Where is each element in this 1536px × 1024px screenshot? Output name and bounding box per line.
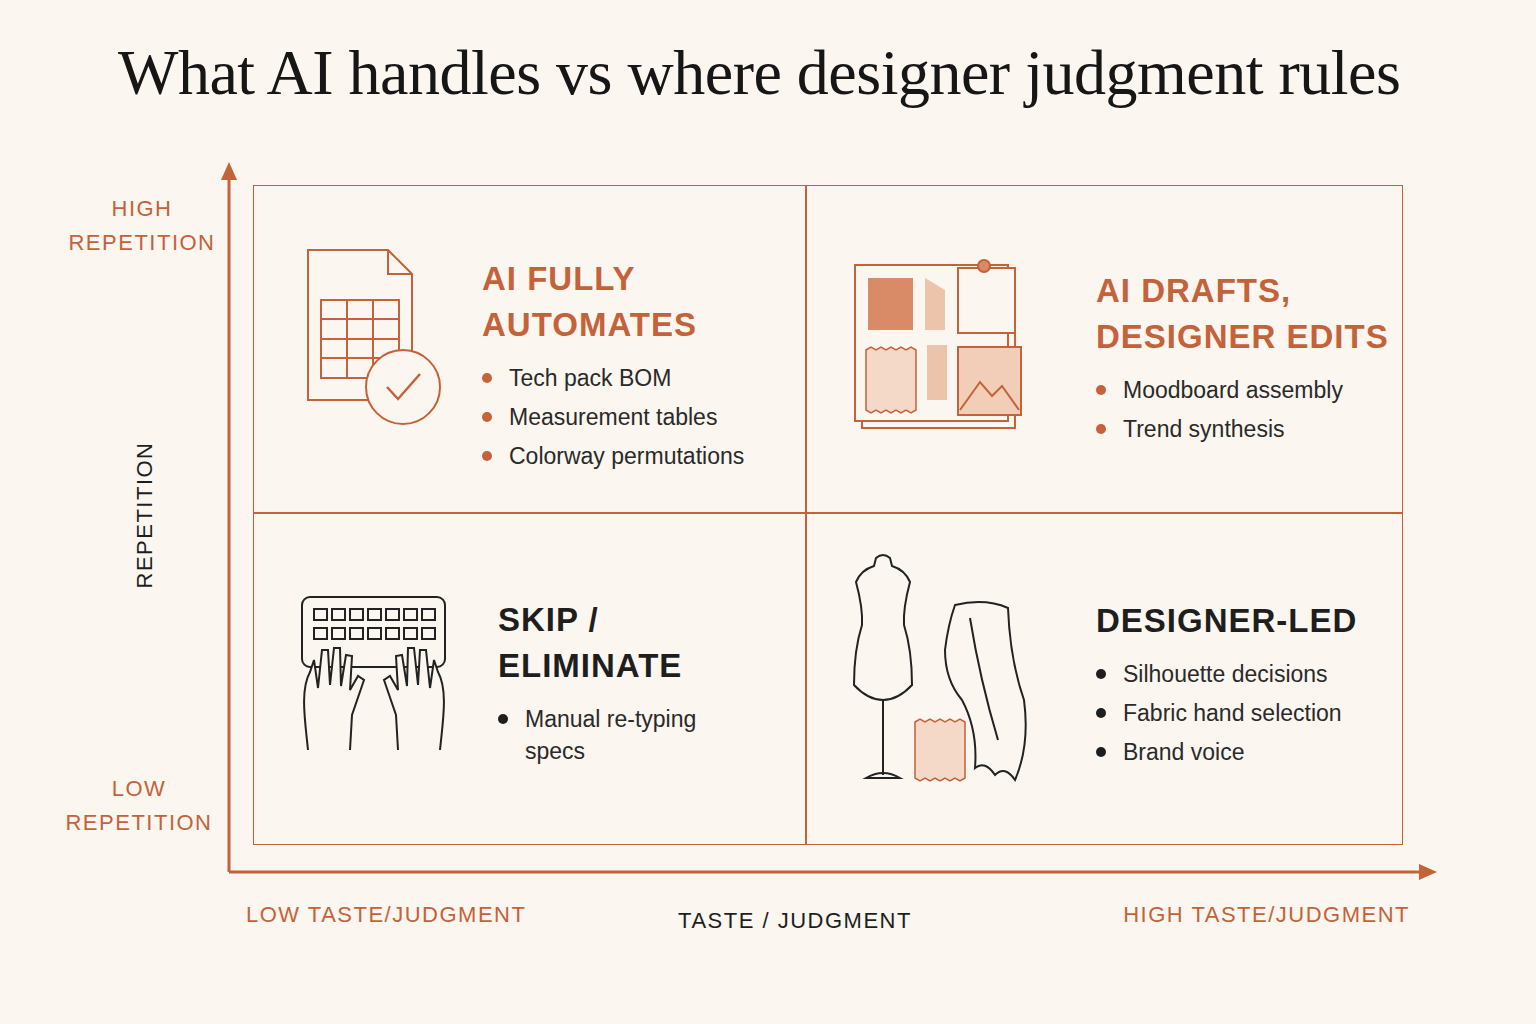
quadrant-heading: DESIGNER-LED — [1096, 598, 1398, 644]
axis-arrowhead — [221, 162, 237, 180]
axis-label: TASTE / JUDGMENT — [678, 904, 912, 938]
keyboard-icon — [302, 597, 445, 750]
bullet-dot — [1096, 708, 1106, 718]
bullet-text: Trend synthesis — [1123, 416, 1285, 442]
quadrant-text: DESIGNER-LED Silhouette decisionsFabric h… — [1096, 598, 1398, 775]
bullet-item: Silhouette decisions — [1096, 658, 1398, 690]
bullet-item: Trend synthesis — [1096, 413, 1398, 445]
bullet-text: Measurement tables — [509, 404, 717, 430]
quadrant-box: AI FULLY AUTOMATES Tech pack BOM Measureme… — [253, 185, 806, 513]
bullet-text: Colorway permutations — [509, 443, 744, 469]
axis-label: HIGH TASTE/JUDGMENT — [1123, 898, 1410, 932]
bullet-text: Silhouette decisions — [1123, 661, 1328, 687]
bullet-text: Tech pack BOM — [509, 365, 671, 391]
bullet-item: Fabric hand selection — [1096, 697, 1398, 729]
axis-label: LOW TASTE/JUDGMENT — [246, 898, 526, 932]
bullet-dot — [1096, 424, 1106, 434]
bullet-dot — [1096, 669, 1106, 679]
quadrant-heading: SKIP / ELIMINATE — [498, 597, 710, 689]
bullet-item: Colorway permutations — [482, 440, 798, 472]
bullet-dot — [482, 373, 492, 383]
axis-label: LOW REPETITION — [54, 772, 224, 840]
bullet-dot — [482, 412, 492, 422]
diagram-title: What AI handles vs where designer judgme… — [118, 36, 1400, 110]
bullet-item: Moodboard assembly — [1096, 374, 1398, 406]
bullet-dot — [498, 714, 508, 724]
quadrant-heading: AI FULLY AUTOMATES — [482, 256, 798, 348]
bullet-text: Manual re-typing specs — [525, 706, 696, 764]
bullet-dot — [1096, 385, 1106, 395]
bullet-item: Measurement tables — [482, 401, 798, 433]
axis-arrowhead — [1419, 864, 1437, 880]
bullet-text: Fabric hand selection — [1123, 700, 1342, 726]
quadrant-text: AI DRAFTS, DESIGNER EDITS Moodboard assem… — [1096, 268, 1398, 452]
bullet-item: Tech pack BOM — [482, 362, 798, 394]
axis-label: HIGH REPETITION — [57, 192, 227, 260]
dress-form-icon — [854, 555, 1026, 781]
axes — [229, 178, 1422, 872]
spreadsheet-icon — [308, 250, 440, 424]
moodboard-icon — [855, 260, 1021, 428]
axis-label: REPETITION — [128, 441, 162, 588]
quadrant-heading: AI DRAFTS, DESIGNER EDITS — [1096, 268, 1398, 360]
bullet-dot — [482, 451, 492, 461]
quadrant-box: AI DRAFTS, DESIGNER EDITS Moodboard assem… — [806, 185, 1403, 513]
bullet-text: Moodboard assembly — [1123, 377, 1343, 403]
quadrant-text: SKIP / ELIMINATE Manual re-typing specs — [498, 597, 710, 774]
bullet-item: Manual re-typing specs — [498, 703, 710, 767]
bullet-dot — [1096, 747, 1106, 757]
quadrant-text: AI FULLY AUTOMATES Tech pack BOM Measureme… — [482, 256, 798, 479]
quadrant-box: SKIP / ELIMINATE Manual re-typing specs — [253, 513, 806, 845]
bullet-item: Brand voice — [1096, 736, 1398, 768]
quadrant-box: DESIGNER-LED Silhouette decisionsFabric h… — [806, 513, 1403, 845]
bullet-text: Brand voice — [1123, 739, 1244, 765]
